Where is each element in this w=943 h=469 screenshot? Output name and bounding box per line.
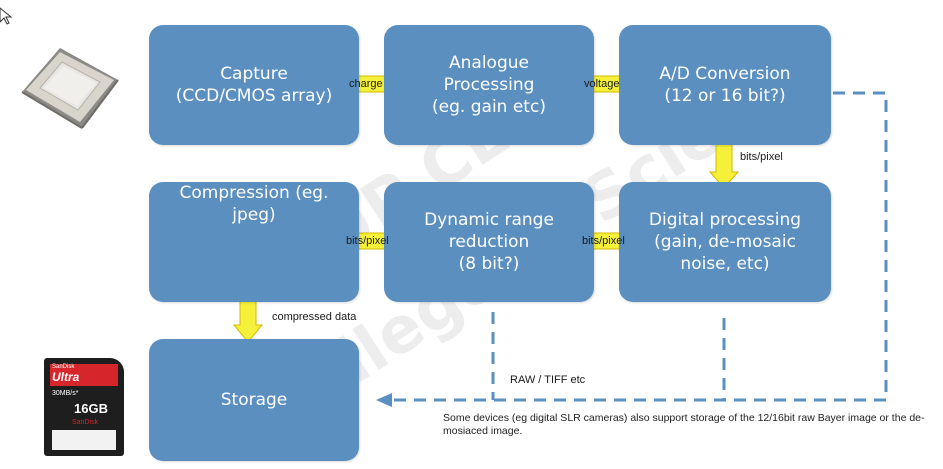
node-dynamic-range: Dynamic range reduction (8 bit?) bbox=[384, 182, 594, 302]
edge-label-adc-digital: bits/pixel bbox=[740, 151, 783, 163]
sd-brand-bottom: SanDisk bbox=[72, 419, 99, 426]
sensor-chip-icon bbox=[21, 48, 119, 129]
edge-label-dynamic-compression: bits/pixel bbox=[346, 235, 389, 247]
edge-label-charge: charge bbox=[349, 78, 383, 90]
node-compression: Compression (eg. jpeg) bbox=[149, 182, 359, 302]
sd-card-icon: SanDisk Ultra 30MB/s* 16GB SanDisk bbox=[44, 358, 124, 456]
node-capture: Capture (CCD/CMOS array) bbox=[149, 25, 359, 145]
cursor-icon bbox=[0, 7, 13, 25]
node-ad-conversion: A/D Conversion (12 or 16 bit?) bbox=[619, 25, 831, 145]
sd-line: Ultra bbox=[52, 370, 80, 384]
sd-capacity: 16GB bbox=[74, 401, 108, 416]
footnote: Some devices (eg digital SLR cameras) al… bbox=[443, 412, 925, 437]
node-storage: Storage bbox=[149, 339, 359, 461]
edge-label-raw-tiff: RAW / TIFF etc bbox=[510, 374, 586, 386]
sd-brand-top: SanDisk bbox=[52, 364, 75, 370]
sd-speed: 30MB/s* bbox=[52, 390, 79, 397]
node-analogue-processing: Analogue Processing (eg. gain etc) bbox=[384, 25, 594, 145]
edge-label-compressed-data: compressed data bbox=[272, 311, 357, 323]
raw-path-arrowhead bbox=[376, 393, 392, 407]
node-digital-processing: Digital processing (gain, de-mosaic nois… bbox=[619, 182, 831, 302]
edge-label-digital-dynamic: bits/pixel bbox=[582, 235, 625, 247]
edge-label-voltage: voltage bbox=[584, 78, 620, 90]
